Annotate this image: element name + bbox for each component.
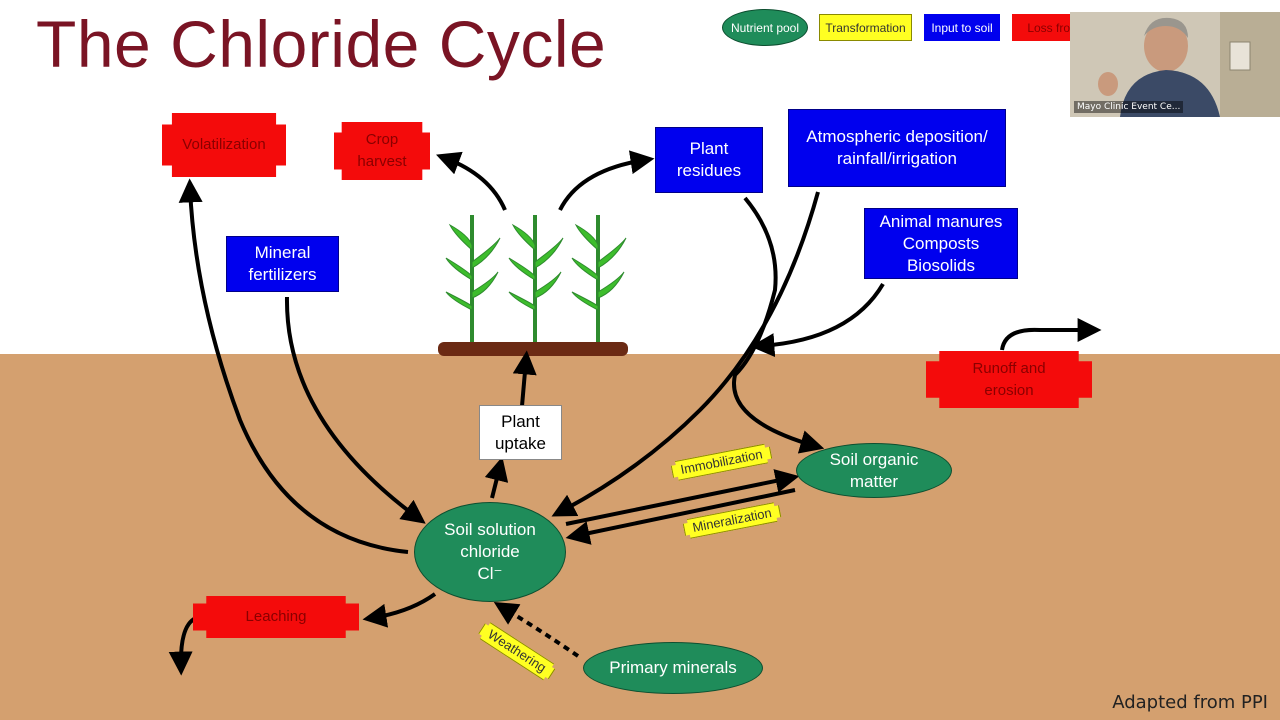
arrow-atmospheric-to-soil <box>551 191 820 517</box>
legend-transformation: Transformation <box>819 14 912 41</box>
leaching-tag: Leaching <box>193 596 359 638</box>
webcam-label: Mayo Clinic Event Ce... <box>1074 101 1184 113</box>
arrow-to-leaching <box>362 592 437 628</box>
atmospheric-deposition-box: Atmospheric deposition/ rainfall/irrigat… <box>788 109 1006 187</box>
primary-minerals-pool: Primary minerals <box>583 642 763 694</box>
plant-residues-box: Plant residues <box>655 127 763 193</box>
legend-loss-from: Loss fro <box>1012 14 1070 41</box>
legend-nutrient-pool: Nutrient pool <box>722 9 808 46</box>
arrow-mineralization <box>565 488 796 545</box>
presenter-icon <box>1070 12 1280 117</box>
arrow-manures-to-soil <box>750 282 885 358</box>
legend-input-to-soil: Input to soil <box>924 14 1000 41</box>
soil-organic-matter-pool: Soil organic matter <box>796 443 952 498</box>
arrow-to-volatilization <box>178 178 409 554</box>
volatilization-tag: Volatilization <box>162 113 286 177</box>
crop-harvest-tag: Crop harvest <box>334 122 430 180</box>
slide-title: The Chloride Cycle <box>36 7 607 81</box>
arrow-weathering <box>493 602 580 658</box>
arrow-uptake-to-plants <box>512 350 537 407</box>
webcam-video[interactable]: Mayo Clinic Event Ce... <box>1070 12 1280 117</box>
arrow-to-crop-harvest <box>436 151 507 211</box>
mineral-fertilizers-box: Mineral fertilizers <box>226 236 339 292</box>
arrow-fertilizers-to-soil <box>284 296 426 524</box>
arrow-runoff-out <box>1000 318 1102 351</box>
corn-plants-icon <box>445 215 627 342</box>
plant-bed <box>438 342 628 356</box>
animal-manures-box: Animal manures Composts Biosolids <box>864 208 1018 279</box>
arrow-soil-to-uptake <box>484 456 509 499</box>
arrow-immobilization <box>565 469 800 526</box>
plant-uptake-box: Plant uptake <box>479 405 562 460</box>
source-credit: Adapted from PPI <box>1112 692 1268 713</box>
arrow-to-plant-residues <box>558 150 655 211</box>
runoff-erosion-tag: Runoff and erosion <box>926 351 1092 408</box>
soil-solution-chloride-pool: Soil solution chloride Cl⁻ <box>414 502 566 602</box>
